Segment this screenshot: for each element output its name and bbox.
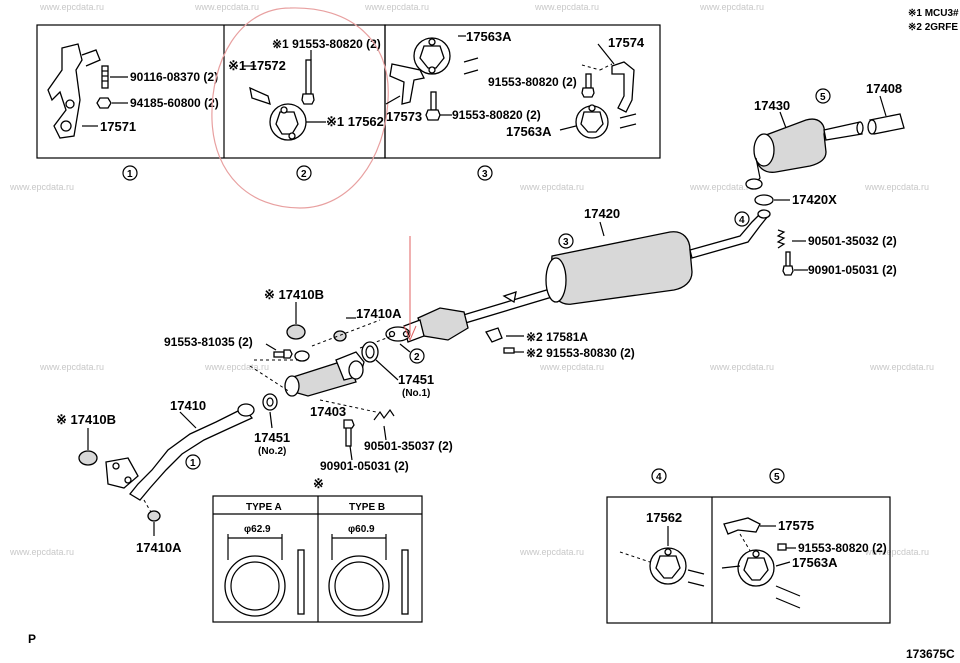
diagram-code: 173675C [906,647,955,661]
part-label: 17575 [778,518,814,533]
legend-note-1: ※1 MCU3# [908,8,959,19]
legend-note-2: ※2 2GRFE [908,22,958,33]
spring-bolts-rear: 90501-35032 (2) 90901-05031 (2) [776,229,897,277]
watermark: www.epcdata.ru [864,547,929,557]
part-label: ※ 17410B [264,287,324,302]
bracket-17581A: ※2 17581A ※2 91553-80830 (2) [485,327,635,360]
part-label: 17574 [608,35,645,50]
watermark: www.epcdata.ru [539,362,604,372]
part-label: 17410A [136,540,182,555]
tail-muffler-17430: 5 17430 17408 [745,81,905,190]
part-label: 17571 [100,119,136,134]
part-label: 17420X [792,192,837,207]
watermark: www.epcdata.ru [204,362,269,372]
type-b-header: TYPE B [349,502,385,513]
watermark: www.epcdata.ru [39,362,104,372]
watermark: www.epcdata.ru [364,2,429,12]
part-label: 17420 [584,206,620,221]
part-label: 17410A [356,306,402,321]
part-label: 17430 [754,98,790,113]
detail-boxes-bottom: 4 5 [606,468,891,624]
part-label: 94185-60800 (2) [130,96,219,110]
box-numbers-top: 1 2 3 [122,165,493,181]
watermark: www.epcdata.ru [709,362,774,372]
part-label: 90901-05031 (2) [808,263,897,277]
box-number: 4 [656,472,662,483]
watermark: www.epcdata.ru [39,2,104,12]
detail-box-4: 17562 [619,510,705,587]
part-label: ※1 17572 [228,58,286,73]
front-section: ※ 17410B 17410A 91553-81035 (2) 17403 17… [164,287,453,473]
circle-number: 4 [739,215,745,226]
watermark: www.epcdata.ru [519,547,584,557]
box-number: 3 [482,169,488,180]
circle-number: 1 [190,458,196,469]
front-pipe-17410: 17410 1 17451 (No.2) ※ 17410B 17410A [56,393,290,555]
corner-label-left: P [28,632,36,646]
watermark: www.epcdata.ru [869,362,934,372]
red-arrow-annotation [403,236,417,342]
box-number: 1 [127,169,133,180]
part-label: 17403 [310,404,346,419]
circle-number: 3 [563,237,569,248]
watermark: www.epcdata.ru [864,182,929,192]
watermark: www.epcdata.ru [9,182,74,192]
part-label: ※ 17410B [56,412,116,427]
part-label: 90901-05031 (2) [320,459,409,473]
part-label: (No.2) [258,446,286,457]
center-pipe-17420: 3 4 17420 [459,206,771,325]
part-label: 17573 [386,109,422,124]
part-label: 17410 [170,398,206,413]
part-label: ※1 91553-80820 (2) [272,37,381,51]
part-label: 17408 [866,81,902,96]
box-number: 5 [774,472,780,483]
watermark: www.epcdata.ru [534,2,599,12]
watermark: www.epcdata.ru [519,182,584,192]
part-label: 90501-35032 (2) [808,234,897,248]
part-label: 17451 [398,372,434,387]
detail-boxes-top [36,24,661,159]
part-label: 91553-81035 (2) [164,335,253,349]
part-label: 91553-80820 (2) [798,541,887,555]
table-mark: ※ [313,476,324,491]
detail-box-2: ※1 91553-80820 (2) ※1 17572 ※1 17562 [228,37,384,141]
diameter-label: φ60.9 [348,524,375,535]
part-label: (No.1) [402,388,430,399]
watermark: www.epcdata.ru [194,2,259,12]
part-label: 17563A [466,29,512,44]
detail-box-1: 90116-08370 (2) 94185-60800 (2) 17571 [47,43,219,139]
part-label: 90501-35037 (2) [364,439,453,453]
detail-box-5: 17575 91553-80820 (2) 17563A [721,517,887,609]
part-label: 90116-08370 (2) [130,70,218,84]
detail-box-3: 17563A 17574 91553-80820 (2) 17573 91553… [385,29,645,139]
part-label: 91553-80820 (2) [452,108,541,122]
part-label: ※2 91553-80830 (2) [526,346,635,360]
circle-number: 5 [820,92,826,103]
red-annotation-circle [211,7,389,209]
diameter-label: φ62.9 [244,524,271,535]
type-a-header: TYPE A [246,502,282,513]
part-label: ※2 17581A [526,330,588,344]
part-label: ※1 17562 [326,114,384,129]
part-label: 17451 [254,430,290,445]
watermark: www.epcdata.ru [689,182,754,192]
circle-number: 2 [414,352,420,363]
part-label: 17563A [506,124,552,139]
gasket-17420X: 17420X [754,192,837,207]
part-label: 17562 [646,510,682,525]
watermark: www.epcdata.ru [699,2,764,12]
watermark: www.epcdata.ru [9,547,74,557]
part-label: 17563A [792,555,838,570]
box-number: 2 [301,169,307,180]
part-label: 91553-80820 (2) [488,75,577,89]
gasket-type-table: ※ TYPE A TYPE B φ62.9 φ60.9 [212,476,423,623]
watermarks: www.epcdata.ru www.epcdata.ru www.epcdat… [9,2,934,557]
